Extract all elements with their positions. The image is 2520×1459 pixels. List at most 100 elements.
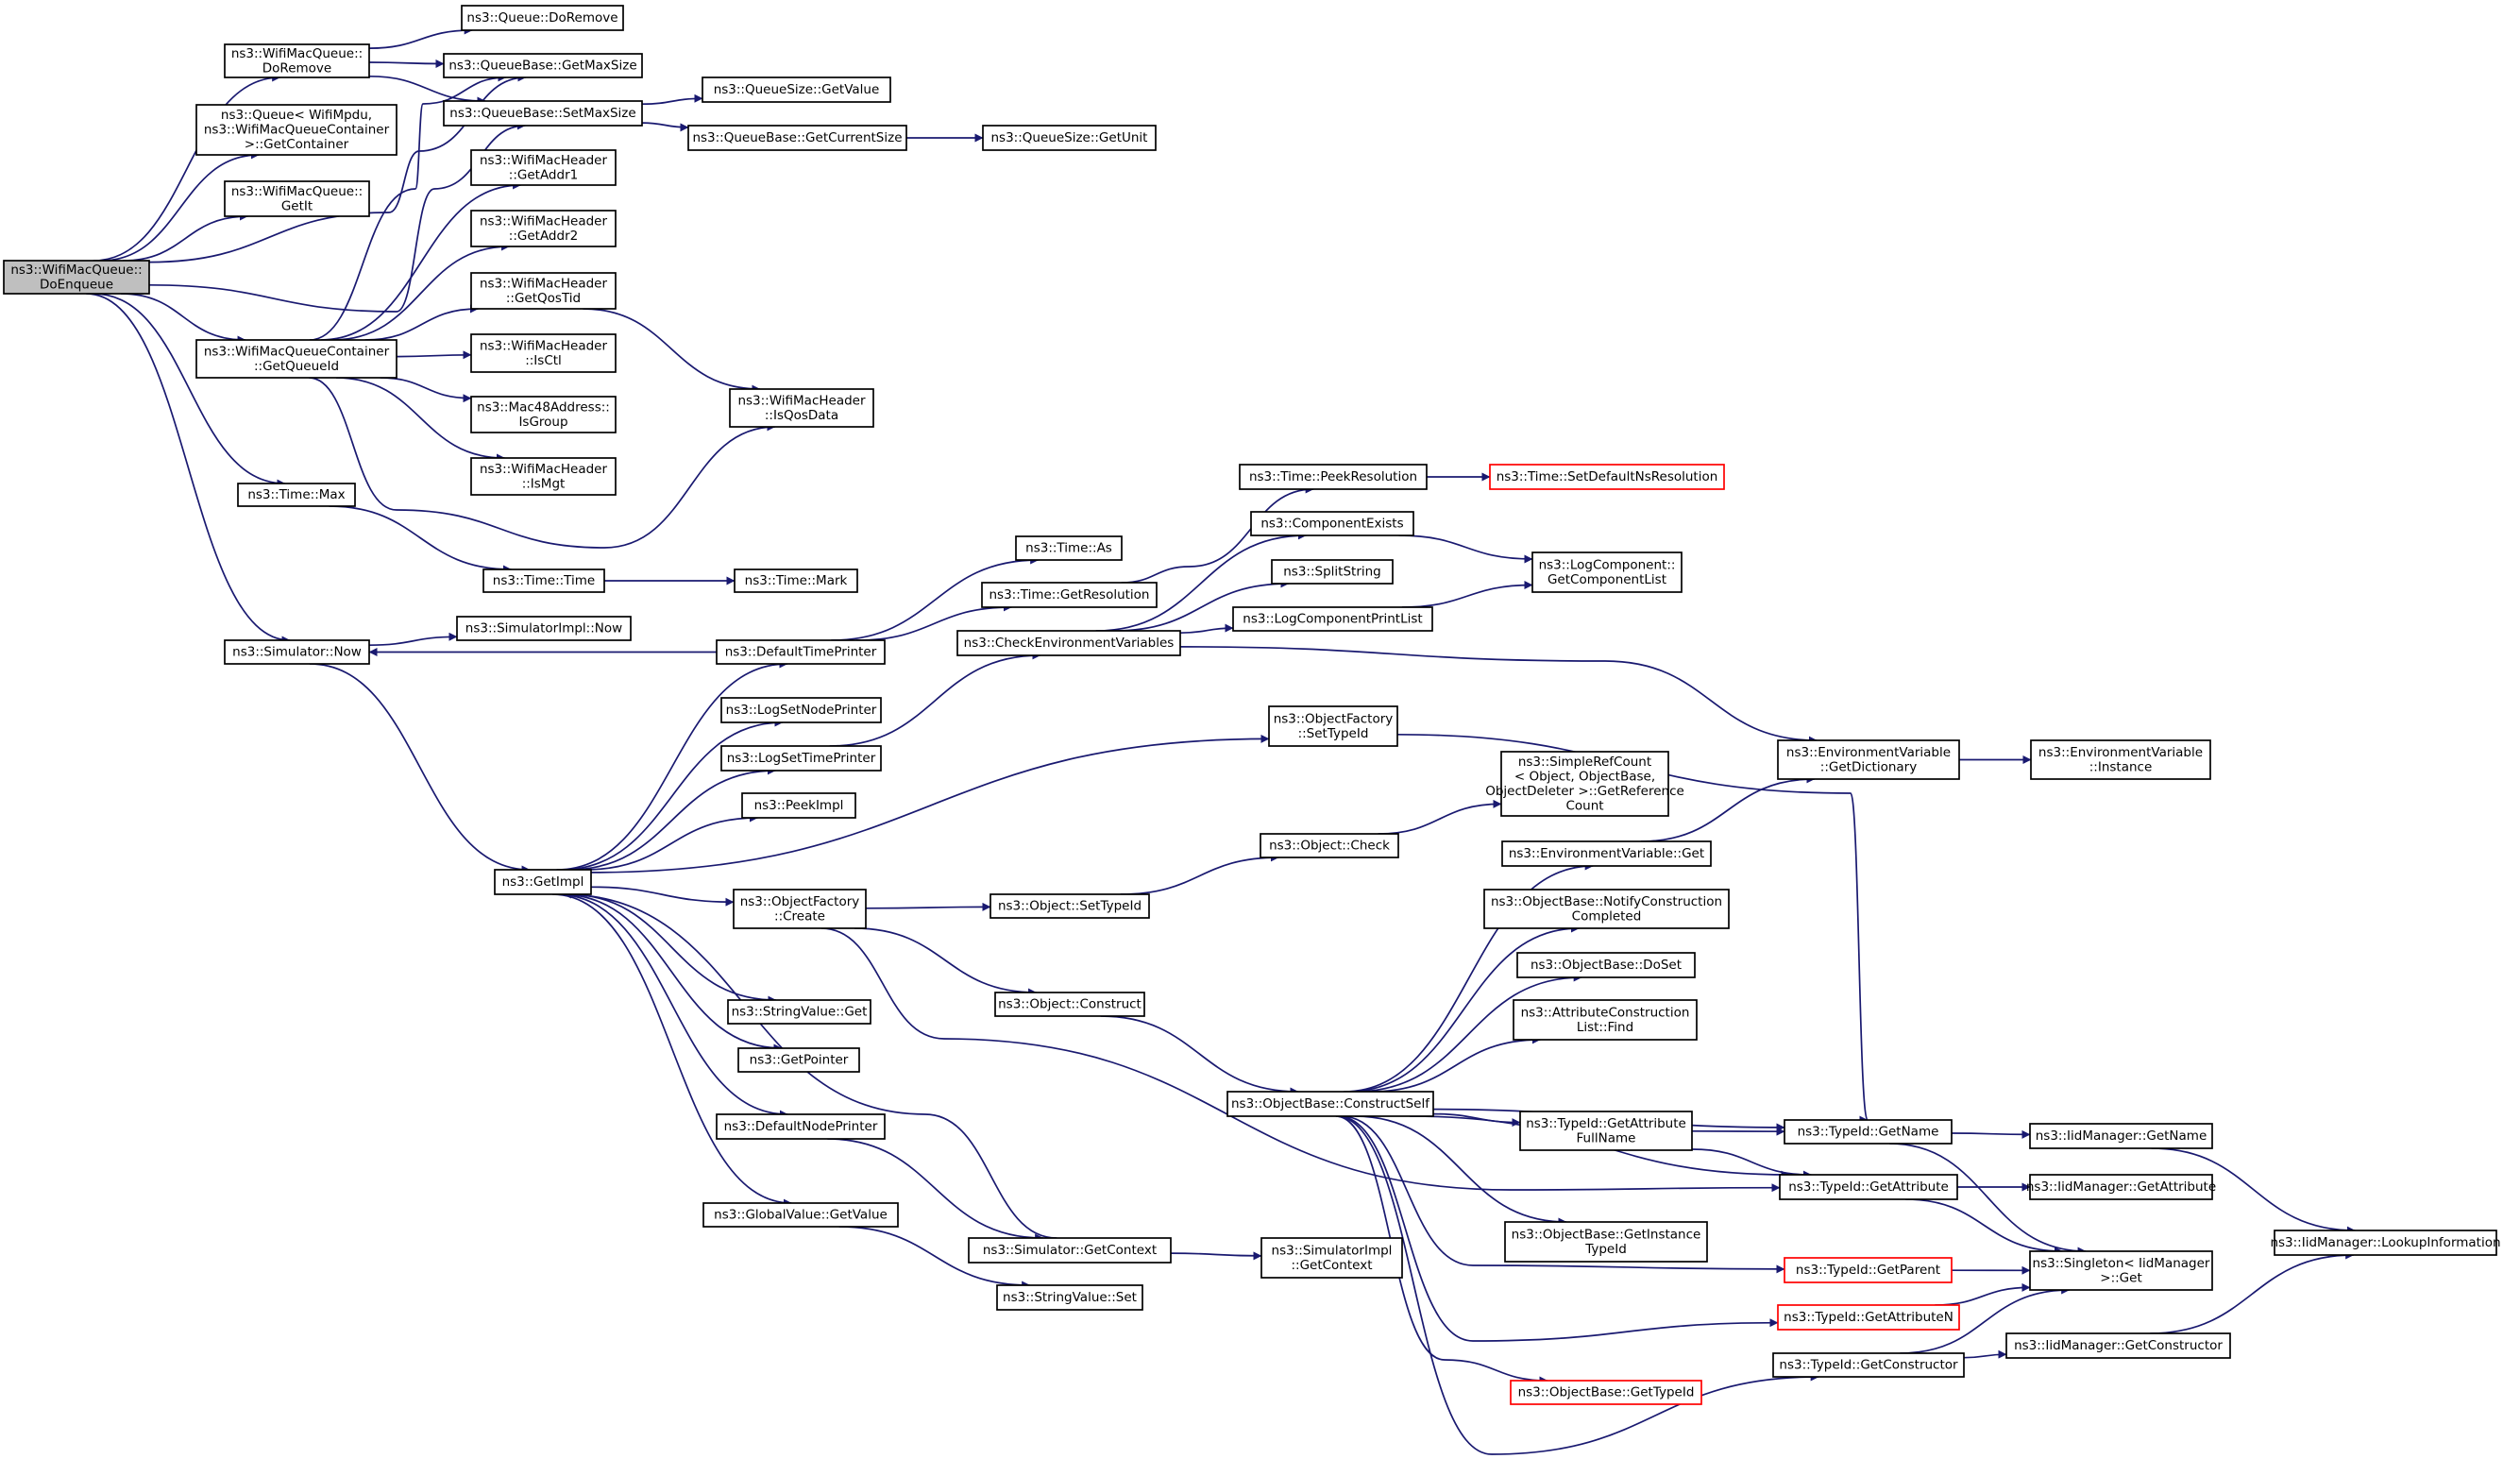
- node-typeid-getattributen[interactable]: ns3::TypeId::GetAttributeN: [1777, 1304, 1960, 1331]
- edge-of_settypeid-to-typeid_getname: [1396, 733, 1869, 1125]
- node-typeid-getattribute[interactable]: ns3::TypeId::GetAttribute: [1779, 1174, 1958, 1200]
- node-envvar-getdictionary[interactable]: ns3::EnvironmentVariable::GetDictionary: [1777, 739, 1960, 780]
- node-default-node-printer[interactable]: ns3::DefaultNodePrinter: [716, 1113, 886, 1140]
- node-log-settimeprinter[interactable]: ns3::LogSetTimePrinter: [720, 745, 882, 772]
- edge-getimpl-to-getpointer: [560, 893, 783, 1053]
- node-label-line: ::IsCtl: [525, 353, 562, 368]
- node-box: [1510, 1380, 1702, 1405]
- node-iid-getconstructor[interactable]: ns3::IidManager::GetConstructor: [2005, 1332, 2231, 1359]
- node-split-string[interactable]: ns3::SplitString: [1271, 559, 1394, 585]
- node-getpointer[interactable]: ns3::GetPointer: [737, 1047, 860, 1073]
- node-queue-getcontainer[interactable]: ns3::Queue< WifiMpdu,ns3::WifiMacQueueCo…: [195, 104, 397, 156]
- node-time-time[interactable]: ns3::Time::Time: [482, 568, 605, 593]
- node-singleton-get[interactable]: ns3::Singleton< IidManager>::Get: [2029, 1250, 2213, 1291]
- node-label-line: ns3::ObjectBase::GetInstance: [1512, 1227, 1701, 1242]
- node-object-settypeid[interactable]: ns3::Object::SetTypeId: [989, 893, 1150, 919]
- node-box: [1504, 1221, 1708, 1263]
- node-wmq-getit[interactable]: ns3::WifiMacQueue::GetIt: [224, 180, 370, 217]
- node-qs-getunit[interactable]: ns3::QueueSize::GetUnit: [982, 125, 1157, 151]
- node-wmh-isqosdata[interactable]: ns3::WifiMacHeader::IsQosData: [729, 388, 874, 428]
- node-stringvalue-set[interactable]: ns3::StringValue::Set: [996, 1284, 1143, 1311]
- node-qb-getmaxsize[interactable]: ns3::QueueBase::GetMaxSize: [443, 53, 643, 78]
- edge-wmq_doremove-to-qb_setmaxsize: [368, 75, 486, 106]
- node-label-line: >::GetContainer: [245, 137, 349, 152]
- node-iid-lookupinfo[interactable]: ns3::IidManager::LookupInformation: [2270, 1230, 2501, 1256]
- node-component-exists[interactable]: ns3::ComponentExists: [1250, 511, 1414, 536]
- node-box: [702, 1202, 899, 1228]
- node-label-line: ns3::SimulatorImpl: [1272, 1243, 1393, 1258]
- node-log-getcomponentlist[interactable]: ns3::LogComponent::GetComponentList: [1531, 551, 1683, 593]
- node-box: [494, 869, 592, 895]
- node-wmh-getaddr2[interactable]: ns3::WifiMacHeader::GetAddr2: [470, 210, 617, 247]
- node-box: [456, 616, 632, 641]
- node-label-line: ns3::WifiMacHeader: [480, 462, 608, 477]
- node-wmqc-getqueueid[interactable]: ns3::WifiMacQueueContainer::GetQueueId: [195, 339, 397, 379]
- node-label-line: ns3::WifiMacQueue::: [10, 263, 142, 278]
- node-typeid-getconstructor[interactable]: ns3::TypeId::GetConstructor: [1772, 1352, 1965, 1378]
- node-simimpl-getcontext[interactable]: ns3::SimulatorImpl::GetContext: [1260, 1237, 1403, 1279]
- node-iid-getname[interactable]: ns3::IidManager::GetName: [2029, 1123, 2213, 1149]
- node-box: [716, 1113, 886, 1140]
- node-wmh-ismgt[interactable]: ns3::WifiMacHeader::IsMgt: [470, 457, 617, 496]
- node-object-construct[interactable]: ns3::Object::Construct: [994, 992, 1145, 1017]
- node-envvar-instance[interactable]: ns3::EnvironmentVariable::Instance: [2030, 739, 2211, 780]
- node-log-setnodeprinter[interactable]: ns3::LogSetNodePrinter: [720, 697, 882, 723]
- node-iid-getattribute[interactable]: ns3::IidManager::GetAttribute: [2026, 1174, 2216, 1200]
- node-qs-getvalue[interactable]: ns3::QueueSize::GetValue: [702, 76, 891, 103]
- node-wmh-getaddr1[interactable]: ns3::WifiMacHeader::GetAddr1: [470, 149, 617, 186]
- node-ob-constructself[interactable]: ns3::ObjectBase::ConstructSelf: [1226, 1091, 1434, 1117]
- node-object-check[interactable]: ns3::Object::Check: [1260, 833, 1399, 858]
- node-time-max[interactable]: ns3::Time::Max: [237, 483, 356, 507]
- node-label-line: ns3::Object::SetTypeId: [998, 899, 1142, 914]
- node-box: [1516, 952, 1696, 978]
- node-getimpl[interactable]: ns3::GetImpl: [494, 869, 592, 895]
- node-box: [1489, 464, 1725, 490]
- node-simimpl-now[interactable]: ns3::SimulatorImpl::Now: [456, 616, 632, 641]
- node-globalvalue-getvalue[interactable]: ns3::GlobalValue::GetValue: [702, 1202, 899, 1228]
- node-queue-doremove[interactable]: ns3::Queue::DoRemove: [461, 5, 624, 31]
- node-ob-doset[interactable]: ns3::ObjectBase::DoSet: [1516, 952, 1696, 978]
- node-root[interactable]: ns3::WifiMacQueue::DoEnqueue: [3, 260, 150, 295]
- node-box: [982, 125, 1157, 151]
- node-time-peekresolution[interactable]: ns3::Time::PeekResolution: [1239, 464, 1428, 490]
- node-mac48-isgroup[interactable]: ns3::Mac48Address::IsGroup: [470, 396, 617, 433]
- node-log-componentprintlist[interactable]: ns3::LogComponentPrintList: [1232, 606, 1433, 632]
- node-wmh-getqostid[interactable]: ns3::WifiMacHeader::GetQosTid: [470, 272, 617, 310]
- node-ob-notifyconstruction[interactable]: ns3::ObjectBase::NotifyConstructionCompl…: [1483, 889, 1730, 929]
- node-time-getresolution[interactable]: ns3::Time::GetResolution: [981, 582, 1158, 608]
- node-typeid-getname[interactable]: ns3::TypeId::GetName: [1784, 1119, 1953, 1145]
- node-label-line: ns3::EnvironmentVariable::Get: [1509, 846, 1704, 861]
- node-time-mark[interactable]: ns3::Time::Mark: [734, 568, 858, 593]
- node-label-line: ns3::QueueBase::SetMaxSize: [449, 106, 635, 121]
- node-qb-getcurrentsize[interactable]: ns3::QueueBase::GetCurrentSize: [687, 125, 907, 151]
- node-box: [729, 388, 874, 428]
- node-of-create[interactable]: ns3::ObjectFactory::Create: [733, 889, 867, 929]
- node-qb-setmaxsize[interactable]: ns3::QueueBase::SetMaxSize: [443, 100, 643, 127]
- node-simplerefcount[interactable]: ns3::SimpleRefCount< Object, ObjectBase,…: [1485, 751, 1684, 817]
- node-time-setdefaultns[interactable]: ns3::Time::SetDefaultNsResolution: [1489, 464, 1725, 490]
- node-sim-now[interactable]: ns3::Simulator::Now: [224, 639, 370, 665]
- node-typeid-getparent[interactable]: ns3::TypeId::GetParent: [1784, 1257, 1953, 1283]
- node-time-as[interactable]: ns3::Time::As: [1015, 535, 1123, 561]
- node-sim-getcontext[interactable]: ns3::Simulator::GetContext: [968, 1237, 1172, 1264]
- node-label-line: TypeId: [1584, 1242, 1627, 1257]
- node-stringvalue-get[interactable]: ns3::StringValue::Get: [727, 999, 871, 1025]
- node-box: [720, 697, 882, 723]
- edge-ob_constructself-to-typeid_getattrfullname: [1432, 1112, 1521, 1128]
- node-envvar-get[interactable]: ns3::EnvironmentVariable::Get: [1501, 840, 1712, 867]
- node-check-env-vars[interactable]: ns3::CheckEnvironmentVariables: [956, 630, 1181, 656]
- node-label-line: ns3::IidManager::LookupInformation: [2270, 1235, 2500, 1250]
- edge-iid_getname-to-iid_lookupinfo: [2151, 1147, 2356, 1235]
- node-ob-gettypeid[interactable]: ns3::ObjectBase::GetTypeId: [1510, 1380, 1702, 1405]
- node-box: [1500, 751, 1669, 817]
- edge-check_env_vars-to-log_componentprintlist: [1179, 623, 1234, 635]
- node-default-time-printer[interactable]: ns3::DefaultTimePrinter: [716, 639, 886, 665]
- node-wmh-isctl[interactable]: ns3::WifiMacHeader::IsCtl: [470, 333, 617, 373]
- node-peekimpl[interactable]: ns3::PeekImpl: [741, 792, 856, 819]
- node-wmq-doremove[interactable]: ns3::WifiMacQueue::DoRemove: [224, 43, 370, 78]
- node-of-settypeid[interactable]: ns3::ObjectFactory::SetTypeId: [1268, 705, 1398, 747]
- node-box: [195, 339, 397, 379]
